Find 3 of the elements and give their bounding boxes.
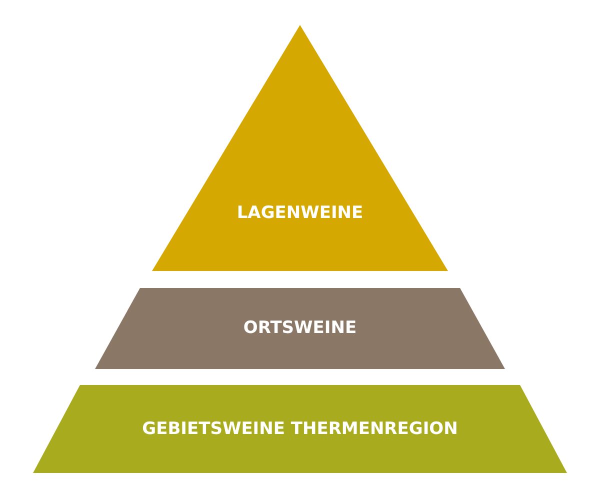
tier-label: ORTSWEINE <box>242 318 358 338</box>
tier-label: LAGENWEINE <box>236 203 364 223</box>
tier-label: GEBIETSWEINE THERMENREGION <box>141 419 459 439</box>
